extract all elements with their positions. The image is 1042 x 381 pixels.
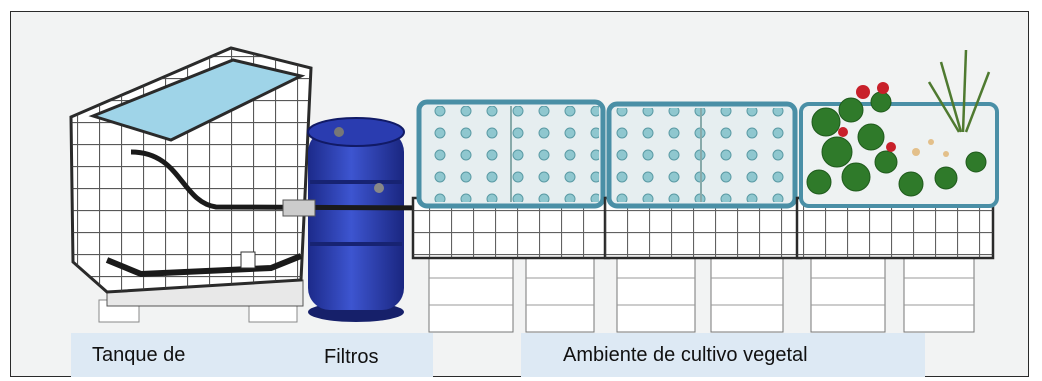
- label-filters: Filtros: [324, 346, 379, 368]
- grow-bed-icon: [603, 101, 803, 333]
- label-beds-panel: Ambiente de cultivo vegetal: [521, 333, 925, 377]
- diagram-frame: Tanque de Filtros Ambiente de cultivo ve…: [10, 11, 1029, 377]
- planted-grow-bed-icon: [795, 49, 999, 333]
- barrel-filter-icon: [307, 117, 405, 322]
- ibc-tank-icon: [69, 46, 313, 323]
- aquaponics-scene: [69, 46, 999, 333]
- pipe: [130, 149, 917, 213]
- label-tank-panel: Tanque de: [71, 333, 433, 377]
- label-tank: Tanque de: [92, 343, 186, 366]
- grow-bed-icon: [411, 99, 611, 333]
- pipe-fitting: [282, 199, 316, 217]
- label-beds: Ambiente de cultivo vegetal: [563, 343, 808, 366]
